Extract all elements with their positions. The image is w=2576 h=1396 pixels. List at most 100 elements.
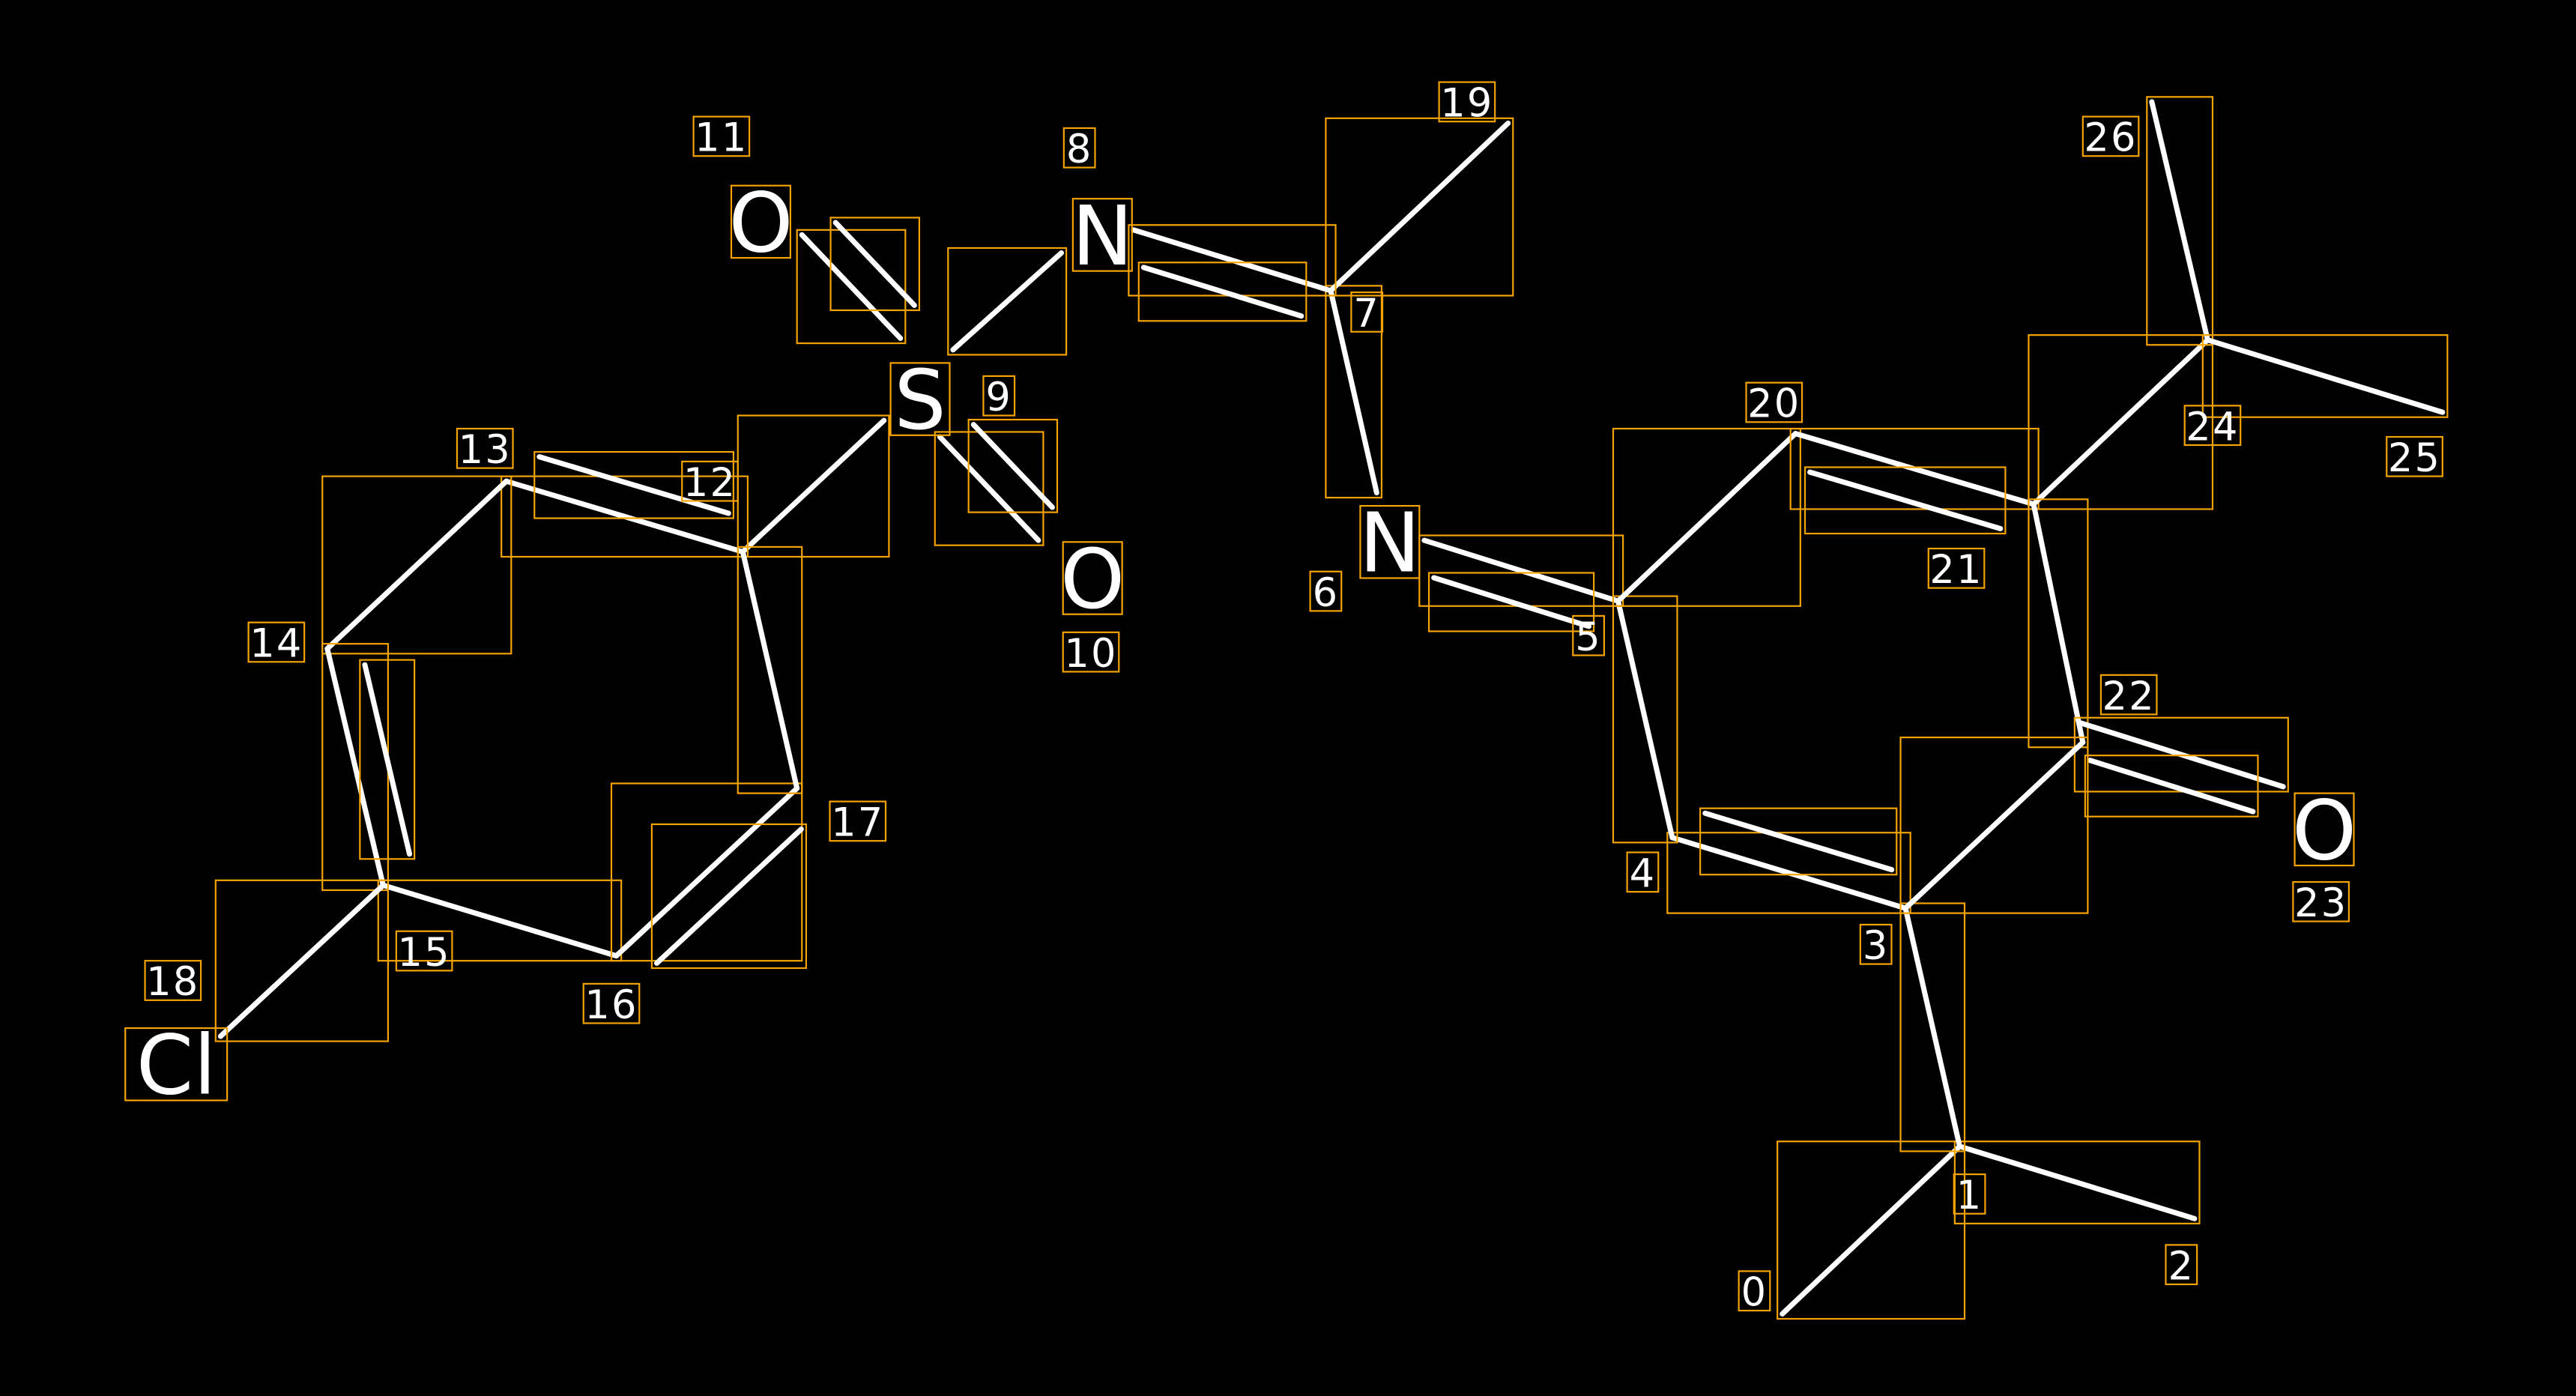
bond-box-15-16 [377,879,623,962]
bond-box-24-26 [2146,96,2214,346]
atom-symbol-6: N [1359,495,1421,591]
bond-5-6 [1421,537,1621,604]
bond-inner-box-9-10 [967,418,1059,513]
atom-index-box-5 [1572,614,1606,656]
atom-index-7: 7 [1353,291,1380,336]
bond-22-3 [1902,740,2086,911]
atom-index-box-9 [982,375,1016,417]
bond-box-6-7 [1325,285,1383,499]
atom-symbol-10: O [1060,531,1125,627]
atom-index-13: 13 [459,427,512,473]
bond-7-8 [1131,227,1334,294]
atom-symbol-11: O [728,175,793,271]
atom-symbol-18: Cl [136,1018,217,1114]
atom-index-18: 18 [146,959,199,1005]
bond-box-9-11 [796,229,907,345]
atom-index-26: 26 [2084,115,2137,161]
bond-1-3 [1902,905,1962,1149]
bond-box-1-3 [1899,902,1966,1152]
atom-symbol-box-9 [889,362,951,436]
atom-index-6: 6 [1313,570,1340,616]
atom-symbol-box-10 [1062,541,1123,615]
bond-inner-9-11 [832,220,917,308]
bond-inner-box-14-15 [359,659,416,860]
atom-index-box-7 [1350,291,1384,333]
bond-box-21-24 [2028,334,2214,510]
atom-index-box-0 [1738,1270,1771,1312]
atom-index-box-19 [1438,81,1496,123]
atom-index-box-25 [2386,435,2443,477]
atom-index-box-15 [395,930,453,972]
atom-index-12: 12 [683,460,737,506]
atom-index-11: 11 [695,115,748,161]
bond-box-4-5 [1612,595,1678,844]
atom-index-box-12 [681,460,739,502]
atom-index-box-11 [692,115,751,157]
atom-index-2: 2 [2168,1243,2195,1289]
bond-9-12 [740,417,887,555]
atom-index-9: 9 [985,375,1012,420]
bond-box-7-19 [1325,117,1514,297]
bond-9-11 [799,232,904,342]
bond-inner-22-23 [2087,758,2256,815]
atom-index-box-8 [1062,127,1096,169]
atom-symbol-8: N [1071,188,1133,284]
bond-box-20-21 [1789,427,2040,510]
bond-inner-box-3-4 [1699,807,1898,876]
bond-17-12 [740,549,800,791]
atom-index-25: 25 [2388,435,2441,481]
bond-inner-box-9-11 [829,217,921,312]
bond-inner-16-17 [653,827,804,966]
atom-symbol-box-18 [124,1027,229,1102]
bond-12-13 [504,478,746,555]
bond-inner-20-21 [1807,469,2004,531]
bond-1-2 [1956,1143,2198,1221]
bond-14-15 [324,646,386,888]
bond-0-1 [1780,1143,1962,1317]
bond-inner-9-10 [970,422,1055,510]
atom-index-15: 15 [397,930,450,976]
bond-box-3-4 [1666,832,1911,914]
bond-24-26 [2149,99,2210,343]
atom-index-20: 20 [1747,381,1801,427]
bond-box-22-3 [1899,737,2089,914]
bond-box-17-12 [737,546,803,794]
atom-index-box-20 [1745,381,1803,423]
bond-8-9 [950,250,1065,353]
bond-inner-box-16-17 [650,823,808,970]
atom-index-5: 5 [1575,614,1602,660]
bond-inner-box-5-6 [1427,572,1595,632]
bond-box-13-14 [321,475,513,655]
bond-inner-box-7-8 [1137,262,1307,322]
atom-index-4: 4 [1630,851,1657,897]
atom-index-14: 14 [250,621,303,667]
atom-index-box-4 [1626,851,1660,893]
atom-symbol-box-11 [730,184,791,259]
atom-index-box-6 [1309,570,1343,612]
bond-6-7 [1328,288,1379,496]
atom-index-23: 23 [2294,880,2347,926]
atom-symbol-box-8 [1071,198,1133,272]
atom-index-box-26 [2081,115,2140,157]
atom-index-0: 0 [1741,1269,1768,1315]
atom-index-box-16 [582,982,641,1024]
bond-21-24 [2031,337,2210,507]
atom-symbol-9: S [894,352,946,448]
atom-index-box-17 [829,800,887,842]
atom-index-24: 24 [2186,404,2239,450]
bond-3-4 [1669,835,1908,911]
atom-symbol-box-6 [1359,504,1421,579]
bond-box-12-13 [501,475,749,558]
bonds-layer [214,96,2449,1320]
atom-index-box-22 [2099,674,2158,716]
atom-index-box-3 [1859,923,1893,965]
bond-box-24-25 [2201,334,2449,418]
atom-index-box-10 [1062,631,1120,673]
bond-15-18 [217,882,386,1039]
bond-box-0-1 [1777,1140,1966,1320]
atom-index-box-13 [456,427,514,469]
bond-5-20 [1615,431,1798,604]
